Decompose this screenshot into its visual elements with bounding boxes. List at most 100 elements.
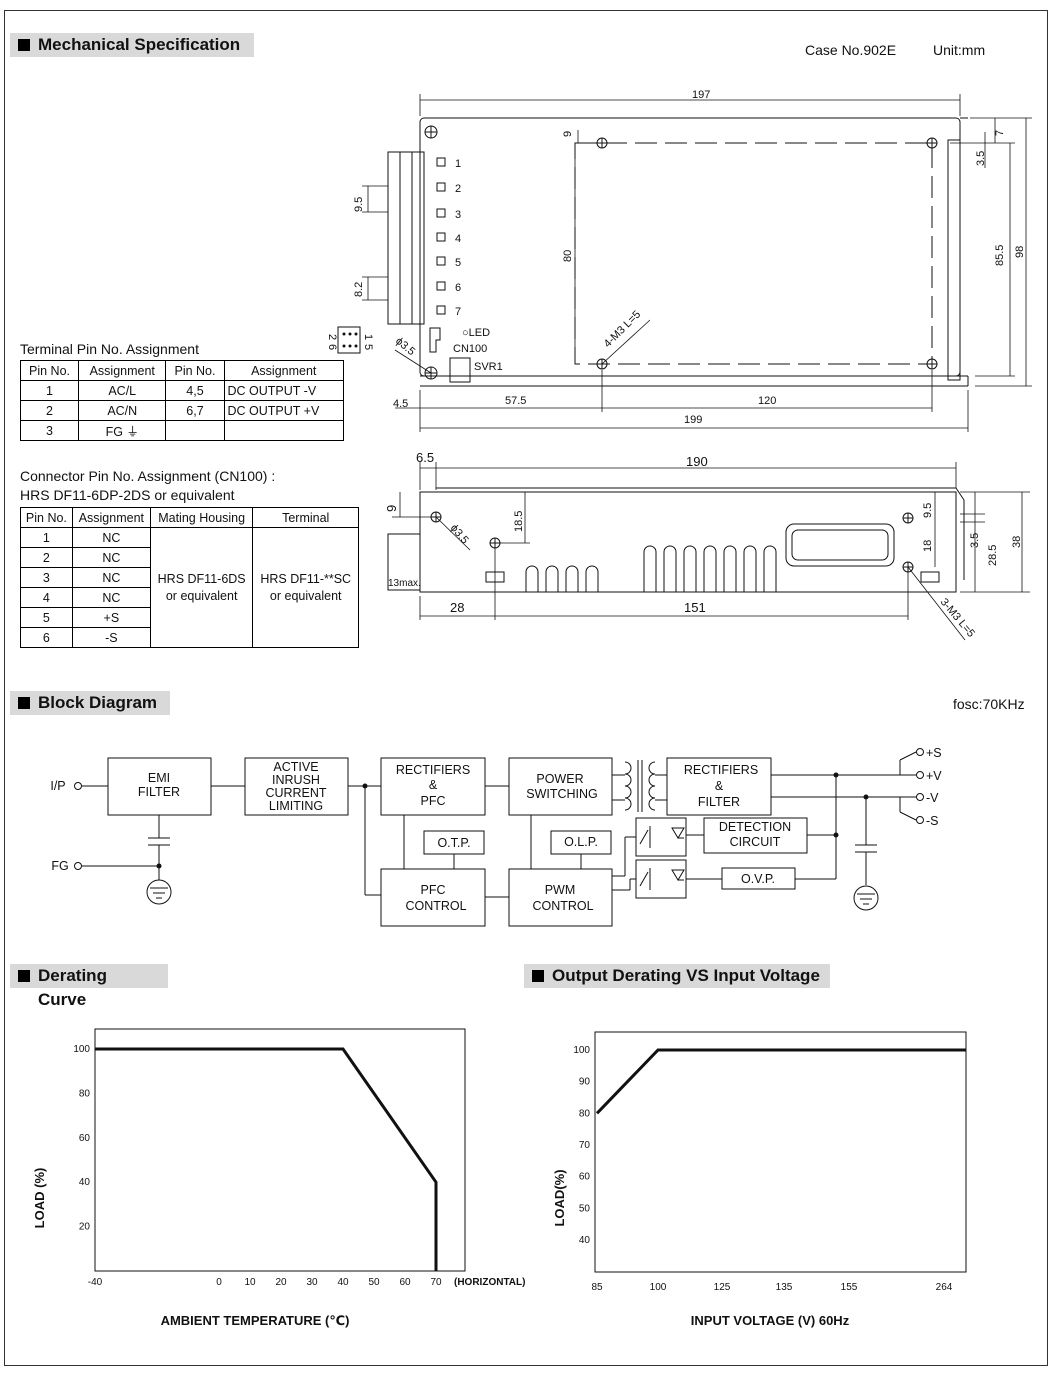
table-row: 3 FG ⏚ [19, 420, 344, 441]
table-cell: 3 [20, 567, 73, 588]
terminal-cell: HRS DF11-**SC or equivalent [252, 527, 359, 648]
case-number: Case No.902E [805, 42, 897, 58]
table-cell-line: HRS DF11-6DS [157, 571, 246, 586]
terminal-pin-table: Pin No. Assignment Pin No. Assignment 1 … [19, 360, 344, 441]
y-tick-label: 70 [579, 1140, 591, 1151]
rect-filter-label: & [715, 779, 724, 793]
table-header: Pin No. [19, 360, 80, 381]
dim-9: 9 [384, 505, 399, 512]
y-tick-label: 60 [79, 1133, 91, 1144]
y-tick-label: 50 [579, 1203, 591, 1214]
y-tick-label: 40 [79, 1177, 91, 1188]
x-tick-label: 85 [591, 1282, 603, 1293]
table-cell: 3 [19, 420, 80, 441]
dim-3-5: 3.5 [969, 533, 981, 548]
dim-mount: 4-M3 L=5 [602, 309, 644, 351]
table-cell [223, 420, 344, 441]
side-view-drawing: 6.5 190 9 18.5 ϕ3.5 13max. 28 151 9.5 18… [384, 450, 1030, 641]
emi-label: FILTER [138, 785, 180, 799]
section-title-text: Output Derating VS Input Voltage [552, 966, 820, 985]
dim-197: 197 [692, 89, 710, 101]
series-line [595, 1048, 966, 1115]
dim-hole: ϕ3.5 [448, 522, 471, 546]
block-diagram: I/P FG EMI FILTER ACTIVE INRUSH CURRENT … [50, 746, 942, 927]
side-window [785, 523, 895, 567]
ovp-label: O.V.P. [741, 872, 775, 886]
table-cell: 5 [20, 607, 73, 628]
y-tick-label: 100 [73, 1044, 90, 1055]
dim-hole: ϕ3.5 [393, 335, 417, 358]
rect-filter-label: RECTIFIERS [684, 763, 758, 777]
cn100-label: CN100 [453, 343, 487, 355]
section-title-text: Derating Curve [38, 966, 107, 1009]
table-cell: NC [71, 547, 151, 568]
inrush-label: ACTIVE [273, 760, 318, 774]
dim-80: 80 [562, 250, 574, 262]
rect-pfc-label: RECTIFIERS [396, 763, 470, 777]
fosc-label: fosc:70KHz [953, 696, 1025, 712]
y-tick-label: 20 [79, 1222, 91, 1233]
detection-label: DETECTION [719, 820, 791, 834]
x-tick-label: 50 [368, 1277, 380, 1288]
section-title-text: Mechanical Specification [38, 35, 241, 54]
olp-label: O.L.P. [564, 835, 598, 849]
dim-8-2: 8.2 [353, 282, 365, 297]
dim-190: 190 [686, 454, 708, 469]
rect-pfc-label: PFC [421, 794, 446, 808]
y-axis-label: LOAD(%) [552, 1169, 567, 1226]
table-cell: 4,5 [165, 380, 225, 401]
table-cell: 2 [20, 547, 73, 568]
transformer-secondary-icon [648, 761, 656, 811]
vent-slots [525, 565, 599, 592]
x-tick-label: 155 [841, 1282, 858, 1293]
x-axis-note: (HORIZONTAL) [454, 1277, 525, 1288]
pfc-control-block [380, 868, 486, 927]
table-cell: DC OUTPUT -V [223, 380, 344, 401]
ground-icon [146, 879, 172, 905]
pwm-control-label: PWM [545, 883, 576, 897]
table-header: Pin No. [20, 507, 73, 528]
table-cell-line: or equivalent [165, 588, 238, 603]
chassis-outline [419, 117, 961, 377]
transformer-primary-icon [624, 761, 632, 811]
output-label: -V [926, 791, 939, 805]
x-tick-label: 30 [306, 1277, 318, 1288]
table-cell: AC/L [78, 380, 167, 401]
dim-151: 151 [684, 600, 706, 615]
terminal-number: 6 [455, 282, 461, 294]
top-view-drawing: 1 2 3 4 5 6 7 ○LED CN100 SVR1 2 6 1 5 [326, 89, 1032, 432]
dim-7: 7 [994, 130, 1006, 136]
terminal-number: 2 [455, 183, 461, 195]
dim-9-5: 9.5 [922, 503, 934, 518]
table-header: Terminal [252, 507, 359, 528]
table-cell: DC OUTPUT +V [223, 400, 344, 421]
y-tick-label: 80 [579, 1108, 591, 1119]
table-cell: +S [71, 607, 151, 628]
table-cell: NC [71, 527, 151, 548]
junction-dots [156, 772, 869, 869]
mounting-holes [424, 125, 938, 380]
rect-pfc-label: & [429, 778, 438, 792]
table-cell [165, 420, 225, 441]
table-cell: 6 [20, 627, 73, 648]
dim-28-5: 28.5 [987, 545, 999, 566]
mechanical-spec-title: Mechanical Specification [10, 33, 254, 57]
dim-6-5: 6.5 [416, 450, 434, 465]
x-tick-label: 0 [216, 1277, 222, 1288]
inrush-label: INRUSH [272, 773, 320, 787]
terminal-number: 4 [455, 233, 461, 245]
table-row: 4 NC [20, 587, 359, 608]
rectifiers-filter-block [666, 757, 772, 816]
inrush-label: CURRENT [265, 786, 326, 800]
output-label: +V [926, 769, 942, 783]
mounting-dashed-rect [574, 142, 933, 365]
table-cell-line: or equivalent [269, 588, 342, 603]
section-bullet-icon [18, 697, 30, 709]
y-tick-label: 100 [573, 1045, 590, 1056]
svr1-trimmer [449, 357, 471, 383]
x-tick-label: 60 [399, 1277, 411, 1288]
dim-9: 9 [562, 131, 574, 137]
derating-curve-title: Derating Curve [10, 964, 168, 1009]
dim-57-5: 57.5 [505, 395, 526, 407]
block-diagram-title: Block Diagram [10, 691, 170, 715]
